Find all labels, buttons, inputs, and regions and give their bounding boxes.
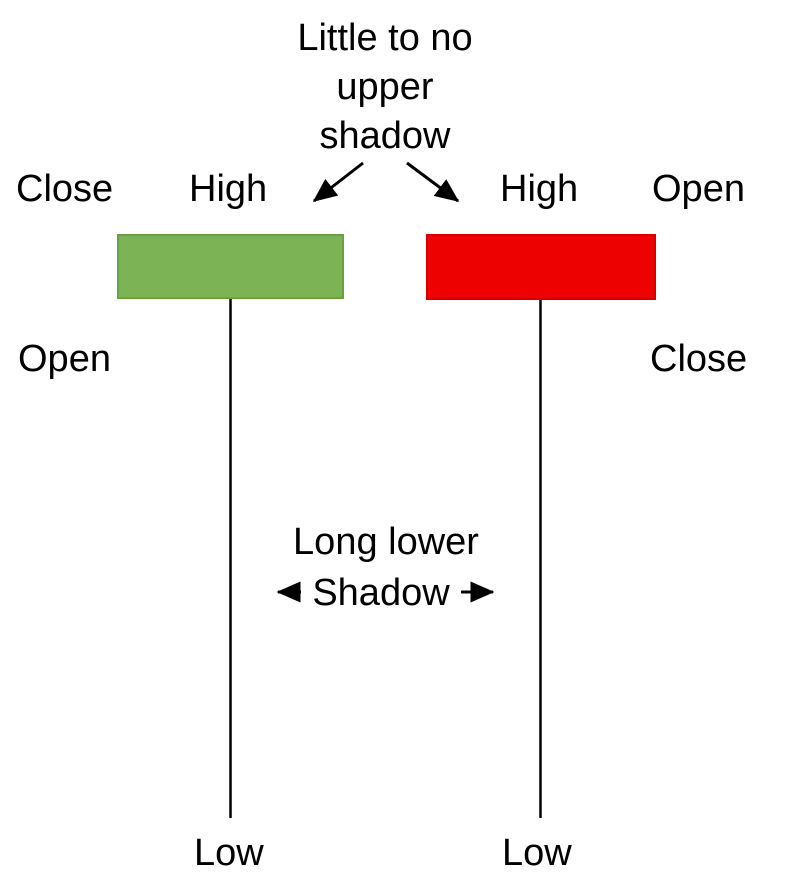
upper-shadow-annotation-line3: shadow xyxy=(319,115,451,157)
left-candle-close-label: Close xyxy=(16,168,114,210)
right-candle-close-label: Close xyxy=(650,338,748,380)
arrow-down-left-icon xyxy=(312,161,364,203)
arrow-down-right-icon xyxy=(406,161,460,203)
lower-shadow-annotation-line1: Long lower xyxy=(293,521,479,563)
right-candle-high-label: High xyxy=(500,168,579,210)
left-candle-open-label: Open xyxy=(18,338,111,380)
upper-shadow-annotation: Little to no upper shadow xyxy=(235,14,535,161)
upper-shadow-annotation-line2: upper xyxy=(336,66,434,108)
left-candle-high-label: High xyxy=(189,168,268,210)
right-candle-body xyxy=(426,234,656,300)
left-candle-low-label: Low xyxy=(194,832,264,874)
upper-shadow-annotation-line1: Little to no xyxy=(297,17,473,59)
right-candle-low-label: Low xyxy=(502,832,572,874)
left-candle-body xyxy=(117,234,344,299)
lower-shadow-annotation-line2: Shadow xyxy=(312,572,450,614)
right-candle-open-label: Open xyxy=(652,168,745,210)
